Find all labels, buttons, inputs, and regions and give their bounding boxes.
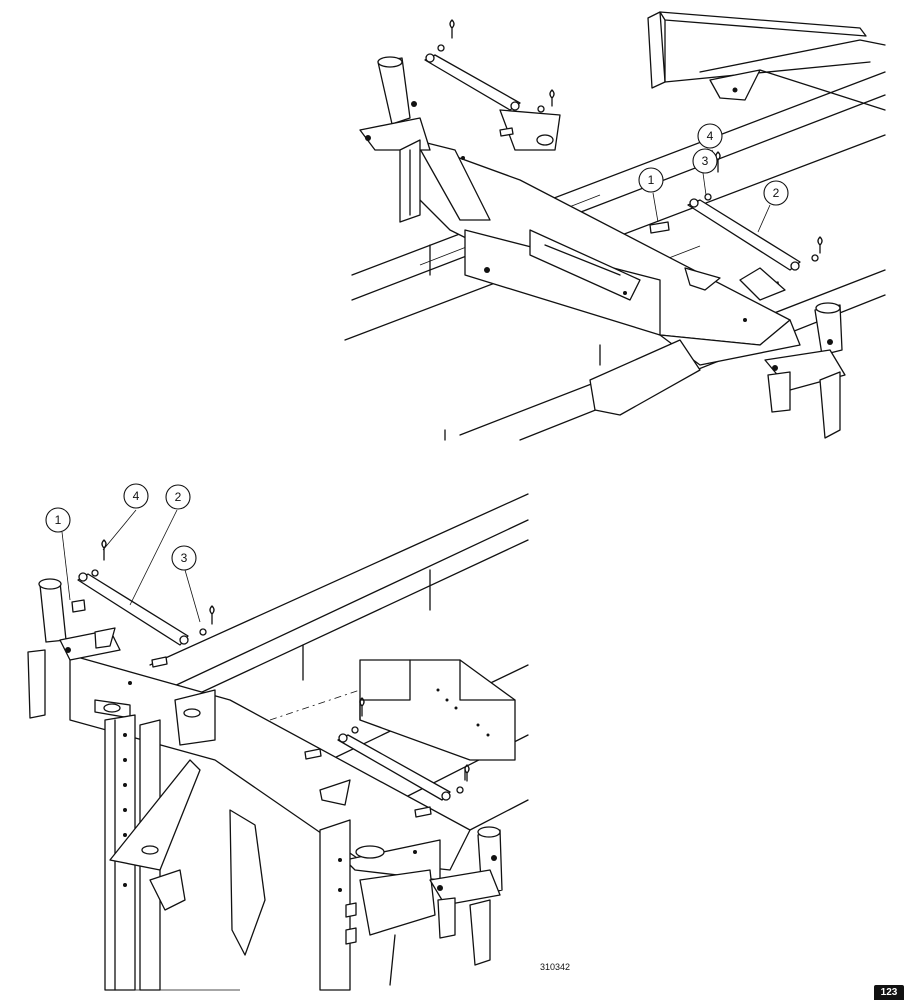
bottom-middle-link-assembly xyxy=(304,697,470,818)
top-drawbar-beam xyxy=(409,139,801,441)
top-callout-4: 4 xyxy=(697,123,723,149)
bottom-callout-4: 4 xyxy=(123,483,149,509)
top-callout-3-label: 3 xyxy=(702,154,709,168)
bottom-uprights xyxy=(104,714,436,991)
bottom-link-rod-assembly xyxy=(71,539,215,668)
page-number-tab: 123 xyxy=(874,985,904,1000)
top-callouts: 1 3 4 2 xyxy=(638,123,789,233)
bottom-callout-3: 3 xyxy=(171,545,197,571)
figure-number: 310342 xyxy=(540,962,570,972)
top-callout-4-label: 4 xyxy=(707,129,714,143)
bottom-callout-1: 1 xyxy=(45,507,71,533)
bottom-right-hitch-pivot xyxy=(429,826,503,966)
top-rear-link-assembly xyxy=(424,19,561,151)
top-callout-1: 1 xyxy=(638,167,664,193)
top-callout-3: 3 xyxy=(692,148,718,174)
bottom-callout-1-label: 1 xyxy=(55,513,62,527)
bottom-callout-4-label: 4 xyxy=(133,489,140,503)
top-link-rod-assembly xyxy=(649,151,823,301)
bottom-callout-2-label: 2 xyxy=(175,490,182,504)
bottom-drawbar-beam xyxy=(69,654,471,881)
bottom-callout-2: 2 xyxy=(165,484,191,510)
top-rear-cross-frame xyxy=(647,11,886,111)
top-callout-1-label: 1 xyxy=(648,173,655,187)
bottom-cross-member xyxy=(269,659,516,761)
bottom-callout-3-label: 3 xyxy=(181,551,188,565)
bottom-left-hitch-pivot xyxy=(27,578,121,719)
top-right-hitch-pivot xyxy=(764,302,846,439)
bottom-callouts: 1 4 2 3 xyxy=(45,483,201,623)
top-callout-2-label: 2 xyxy=(773,186,780,200)
bottom-assembly-view: 1 4 2 3 xyxy=(27,483,529,991)
top-left-hitch-pivot xyxy=(359,56,431,223)
top-callout-2: 2 xyxy=(763,180,789,206)
top-assembly-view: 1 3 4 2 xyxy=(344,11,886,441)
